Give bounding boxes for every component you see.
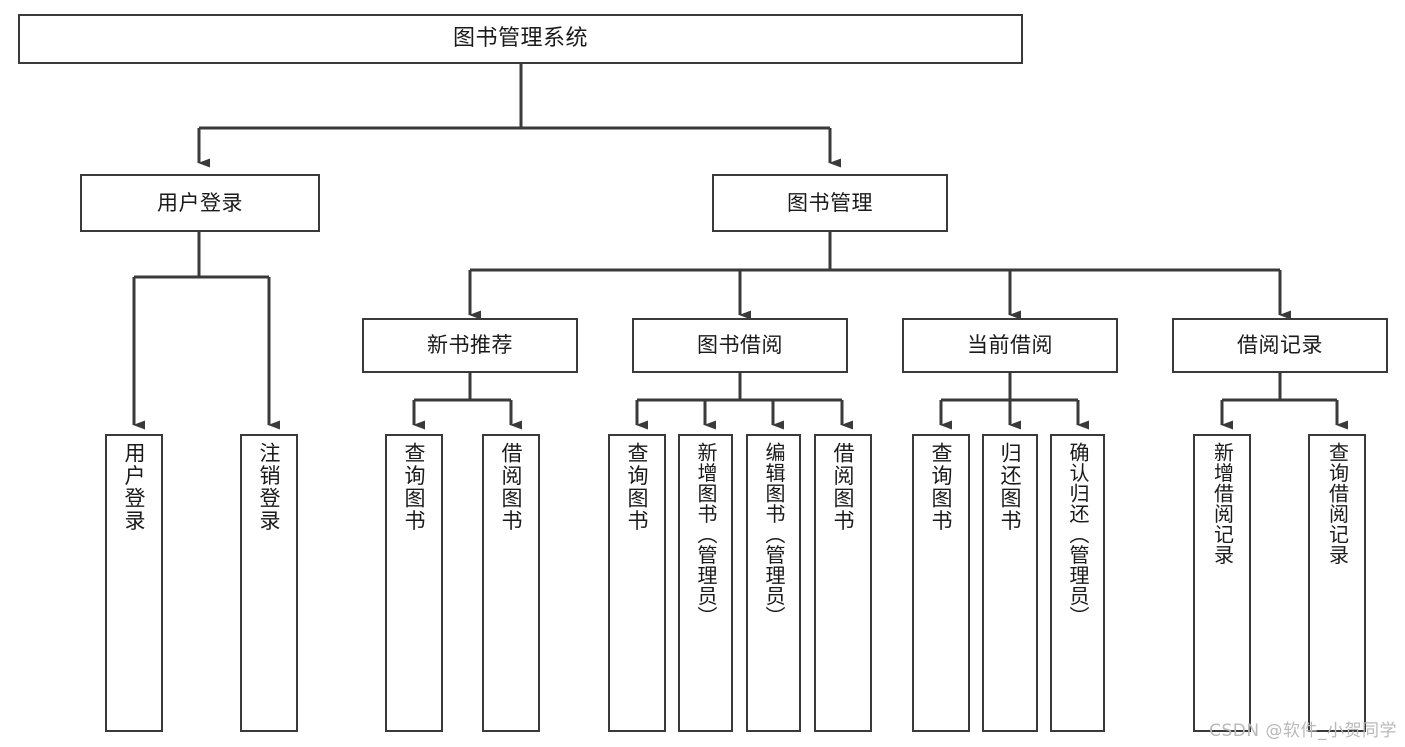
leaf-book-borrow-query-books[interactable]: 查询图书 bbox=[608, 434, 666, 732]
node-label: 新书推荐 bbox=[427, 333, 513, 358]
leaf-new-book-rec-borrow-books[interactable]: 借阅图书 bbox=[482, 434, 540, 732]
leaf-user-login-logout[interactable]: 注销登录 bbox=[240, 434, 298, 732]
node-label: 新增借阅记录 bbox=[1210, 442, 1235, 565]
node-label: 借阅图书 bbox=[831, 442, 856, 532]
leaf-current-borrow-query-books[interactable]: 查询图书 bbox=[912, 434, 970, 732]
node-root-book-management-system[interactable]: 图书管理系统 bbox=[18, 14, 1023, 64]
node-label: 查询借阅记录 bbox=[1325, 442, 1350, 565]
node-label: 新增图书（管理员） bbox=[694, 442, 718, 627]
node-label: 确认归还（管理员） bbox=[1066, 442, 1090, 627]
node-borrow-record[interactable]: 借阅记录 bbox=[1172, 318, 1388, 373]
node-book-borrow[interactable]: 图书借阅 bbox=[632, 318, 848, 373]
node-label: 图书借阅 bbox=[697, 333, 783, 358]
node-label: 注销登录 bbox=[257, 442, 282, 532]
node-label: 查询图书 bbox=[625, 442, 650, 532]
node-label: 借阅记录 bbox=[1237, 333, 1323, 358]
node-current-borrow[interactable]: 当前借阅 bbox=[902, 318, 1118, 373]
leaf-book-borrow-edit-book-admin[interactable]: 编辑图书（管理员） bbox=[746, 434, 801, 732]
csdn-watermark: CSDN @软件_小贺同学 bbox=[1209, 721, 1397, 741]
leaf-new-book-rec-query-books[interactable]: 查询图书 bbox=[385, 434, 443, 732]
leaf-current-borrow-return-books[interactable]: 归还图书 bbox=[982, 434, 1038, 732]
node-label: 图书管理 bbox=[787, 190, 873, 215]
node-label: 查询图书 bbox=[402, 442, 427, 532]
node-label: 借阅图书 bbox=[499, 442, 524, 532]
node-label: 编辑图书（管理员） bbox=[762, 442, 786, 627]
node-book-management[interactable]: 图书管理 bbox=[712, 174, 948, 232]
leaf-book-borrow-borrow-books[interactable]: 借阅图书 bbox=[814, 434, 872, 732]
leaf-borrow-record-query-record[interactable]: 查询借阅记录 bbox=[1308, 434, 1366, 732]
node-new-book-recommendation[interactable]: 新书推荐 bbox=[362, 318, 578, 373]
node-label: 图书管理系统 bbox=[452, 26, 588, 52]
leaf-user-login-login[interactable]: 用户登录 bbox=[105, 434, 163, 732]
node-label: 当前借阅 bbox=[967, 333, 1053, 358]
node-label: 用户登录 bbox=[122, 442, 147, 532]
node-user-login[interactable]: 用户登录 bbox=[80, 174, 320, 232]
leaf-current-borrow-confirm-return-admin[interactable]: 确认归还（管理员） bbox=[1050, 434, 1105, 732]
leaf-borrow-record-add-record[interactable]: 新增借阅记录 bbox=[1193, 434, 1251, 732]
node-label: 归还图书 bbox=[998, 442, 1023, 532]
node-label: 查询图书 bbox=[929, 442, 954, 532]
leaf-book-borrow-add-book-admin[interactable]: 新增图书（管理员） bbox=[678, 434, 733, 732]
node-label: 用户登录 bbox=[157, 190, 243, 215]
